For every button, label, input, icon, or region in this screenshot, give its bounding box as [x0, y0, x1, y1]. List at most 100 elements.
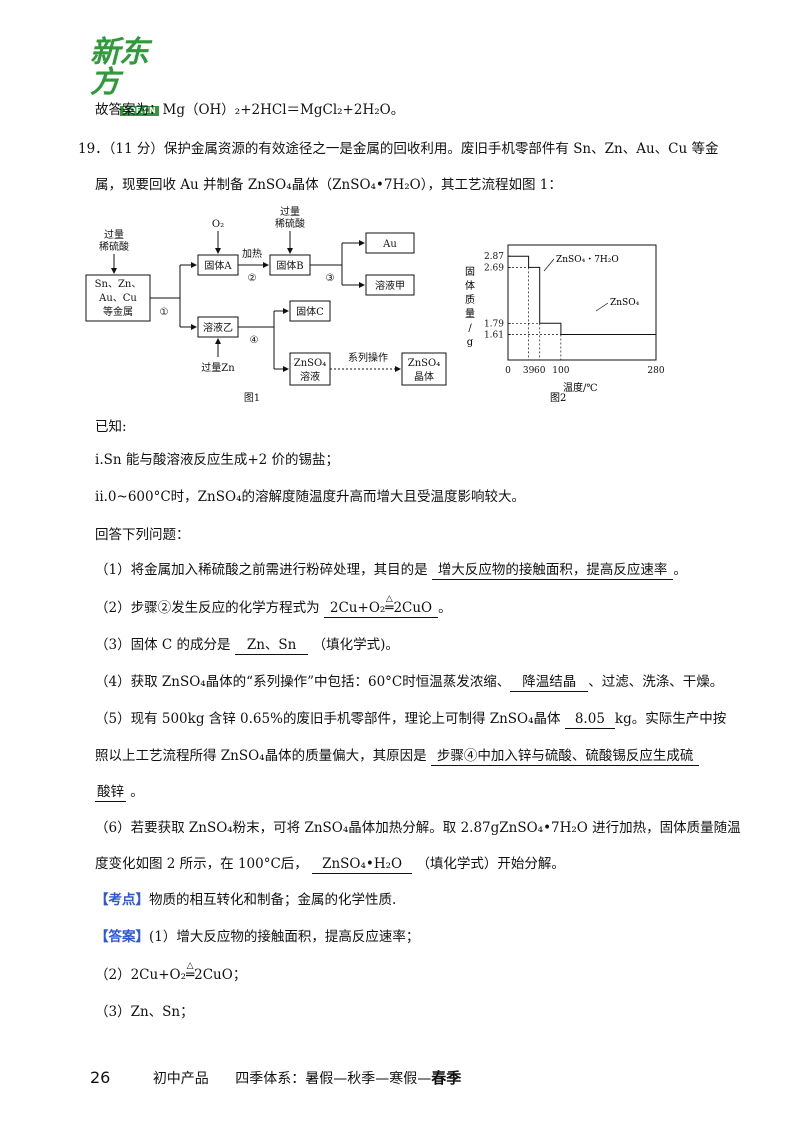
q2-answer: 2Cu+O₂△═2CuO	[323, 594, 439, 618]
known-heading: 已知:	[95, 419, 127, 435]
q6-prompt: 度变化如图 2 所示，在 100°C后，	[95, 856, 308, 872]
q19-line1: 19．（11 分）保护金属资源的有效途径之一是金属的回收利用。废旧手机零部件有 …	[78, 141, 719, 157]
q3-line: （3）固体 C 的成分是 Zn、Sn （填化学式)。	[95, 636, 399, 655]
acid1-label-2: 稀硫酸	[99, 240, 129, 253]
q1-line: （1）将金属加入稀硫酸之前需进行粉碎处理，其目的是 增大反应物的接触面积，提高反…	[95, 561, 687, 580]
x-tick-label-100: 100	[552, 366, 569, 376]
q1-prompt: （1）将金属加入稀硫酸之前需进行粉碎处理，其目的是	[95, 562, 428, 578]
solA-label: 溶液甲	[375, 279, 405, 292]
q5-end: 。	[130, 784, 144, 800]
q5-line3: 酸锌 。	[95, 783, 144, 802]
q4-line: （4）获取 ZnSO₄晶体的“系列操作”中包括：60°C时恒温蒸发浓缩、降温结晶…	[95, 673, 723, 692]
q2-end: 。	[438, 600, 452, 616]
footer-system: 四季体系：暑假—秋季—寒假—	[235, 1071, 432, 1087]
q5-reason-answer-1: 步骤④中加入锌与硫酸、硫酸锡反应生成硫	[430, 747, 700, 766]
y-tick-label-2.69: 2.69	[484, 263, 504, 273]
q5-answer: 8.05	[564, 710, 615, 729]
answer-2-line: （2）2Cu+O₂△═2CuO；	[95, 961, 247, 984]
metal-box-text-1: Sn、Zn、	[95, 279, 142, 290]
xlabel: 温度/℃	[563, 381, 598, 394]
ylabel-char-2: 体	[465, 280, 475, 292]
kaodian-text: 物质的相互转化和制备；金属的化学性质.	[149, 892, 397, 908]
footer-season: 春季	[431, 1069, 462, 1087]
q1-answer: 增大反应物的接触面积，提高反应速率	[431, 561, 674, 580]
daan-text: (1）增大反应物的接触面积，提高反应速率；	[149, 929, 420, 945]
q1-end: 。	[673, 562, 687, 578]
kaodian-tag: 【考点】	[95, 892, 149, 908]
q4-end: 、过滤、洗涤、干燥。	[588, 674, 724, 690]
crystal-text-2: 晶体	[414, 371, 434, 383]
q5-after: kg。实际生产中按	[614, 711, 727, 727]
crystal-text-1: ZnSO₄	[408, 358, 440, 369]
step1-label: ①	[160, 307, 169, 318]
q3-end: （填化学式)。	[312, 637, 399, 653]
heat-condition: △═	[385, 594, 393, 617]
acid2-label-2: 稀硫酸	[275, 217, 305, 230]
x-tick-label-60: 60	[534, 366, 546, 376]
x-tick-label-39: 39	[523, 366, 535, 376]
answer-prompt: 回答下列问题：	[95, 527, 190, 543]
q2-answer-lhs: 2Cu+O₂	[329, 600, 386, 616]
prev-answer-line: 故答案为：Mg（OH）₂+2HCl＝MgCl₂+2H₂O。	[95, 102, 405, 118]
ylabel-char-3: 质	[465, 294, 475, 306]
q5-prompt: （5）现有 500kg 含锌 0.65%的废旧手机零部件，理论上可制得 ZnSO…	[95, 711, 561, 727]
heat-label: 加热	[242, 247, 262, 260]
ylabel-char-1: 固	[465, 266, 475, 278]
step3-label: ③	[326, 273, 335, 284]
annotation-leader-2	[595, 302, 609, 312]
chart-frame	[507, 244, 657, 361]
metal-box-text-3: 等金属	[103, 305, 133, 318]
known-i: i.Sn 能与酸溶液反应生成+2 价的锡盐；	[95, 452, 340, 468]
y-tick-label-2.87: 2.87	[484, 252, 504, 262]
q5-line2-prompt: 照以上工艺流程所得 ZnSO₄晶体的质量偏大，其原因是	[95, 748, 427, 764]
q4-prompt: （4）获取 ZnSO₄晶体的“系列操作”中包括：60°C时恒温蒸发浓缩、	[95, 674, 511, 690]
y-tick-label-1.61: 1.61	[484, 331, 504, 341]
solB-label: 溶液乙	[203, 321, 233, 334]
q5-line2: 照以上工艺流程所得 ZnSO₄晶体的质量偏大，其原因是 步骤④中加入锌与硫酸、硫…	[95, 747, 700, 766]
q2-line: （2）步骤②发生反应的化学方程式为 2Cu+O₂△═2CuO。	[95, 594, 452, 618]
series-op-label: 系列操作	[348, 351, 388, 364]
acid1-label-1: 过量	[104, 228, 124, 241]
daan-line: 【答案】(1）增大反应物的接触面积，提高反应速率；	[95, 928, 419, 946]
heat-triangle-icon: △	[186, 961, 194, 971]
q19-line2: 属，现要回收 Au 并制备 ZnSO₄晶体（ZnSO₄•7H₂O），其工艺流程如…	[95, 177, 562, 193]
step2-label: ②	[248, 273, 257, 284]
answer-2-lhs: （2）2Cu+O₂	[95, 967, 186, 983]
metal-box-text-2: Au、Cu	[98, 293, 137, 304]
step4-label: ④	[250, 335, 259, 346]
q6-line2: 度变化如图 2 所示，在 100°C后， ZnSO₄•H₂O （填化学式）开始分…	[95, 855, 565, 874]
ylabel-char-5: /	[468, 323, 472, 334]
figure-2-caption: 图2	[550, 392, 566, 404]
logo-en-text: XDF.CN	[120, 106, 159, 116]
solidA-label: 固体A	[204, 260, 232, 272]
q6-end: （填化学式）开始分解。	[416, 856, 565, 872]
annotation-leader-1	[543, 258, 555, 272]
xdf-logo: 新东方 XDF.CN	[90, 38, 170, 116]
q6-answer: ZnSO₄•H₂O	[312, 855, 413, 874]
page-footer: 26 初中产品 四季体系：暑假—秋季—寒假—春季	[90, 1067, 461, 1088]
figure-1-flowchart: 过量 稀硫酸 Sn、Zn、 Au、Cu 等金属 ① 固体A O₂ 加热 ② 固体…	[85, 205, 447, 404]
known-ii: ii.0~600°C时，ZnSO₄的溶解度随温度升高而增大且受温度影响较大。	[95, 489, 525, 505]
footer-product: 初中产品	[152, 1071, 209, 1087]
znso4-sol-text-1: ZnSO₄	[294, 358, 326, 369]
kaodian-line: 【考点】物质的相互转化和制备；金属的化学性质.	[95, 891, 396, 909]
mass-series-line	[508, 255, 656, 335]
q2-prompt: （2）步骤②发生反应的化学方程式为	[95, 600, 320, 616]
x-tick-label-280: 280	[647, 366, 664, 376]
figure-1-caption: 图1	[244, 392, 260, 404]
acid2-label-1: 过量	[280, 205, 300, 218]
answer-2-rhs: 2CuO；	[194, 967, 247, 983]
au-label: Au	[382, 239, 397, 250]
zn-label: 过量Zn	[201, 361, 235, 374]
q6-line1: （6）若要获取 ZnSO₄粉末，可将 ZnSO₄晶体加热分解。取 2.87gZn…	[95, 820, 741, 836]
q5-line1: （5）现有 500kg 含锌 0.65%的废旧手机零部件，理论上可制得 ZnSO…	[95, 710, 726, 729]
answer-2-heat-condition: △═	[186, 961, 194, 984]
page-number: 26	[90, 1068, 111, 1087]
q4-answer: 降温结晶	[510, 673, 589, 692]
logo-cn-text: 新东方	[90, 35, 149, 100]
y-tick-label-1.79: 1.79	[484, 319, 504, 329]
annotation-anhydrous: ZnSO₄	[610, 298, 640, 308]
q5-reason-answer-2: 酸锌	[95, 784, 126, 802]
solidC-label: 固体C	[296, 306, 324, 318]
